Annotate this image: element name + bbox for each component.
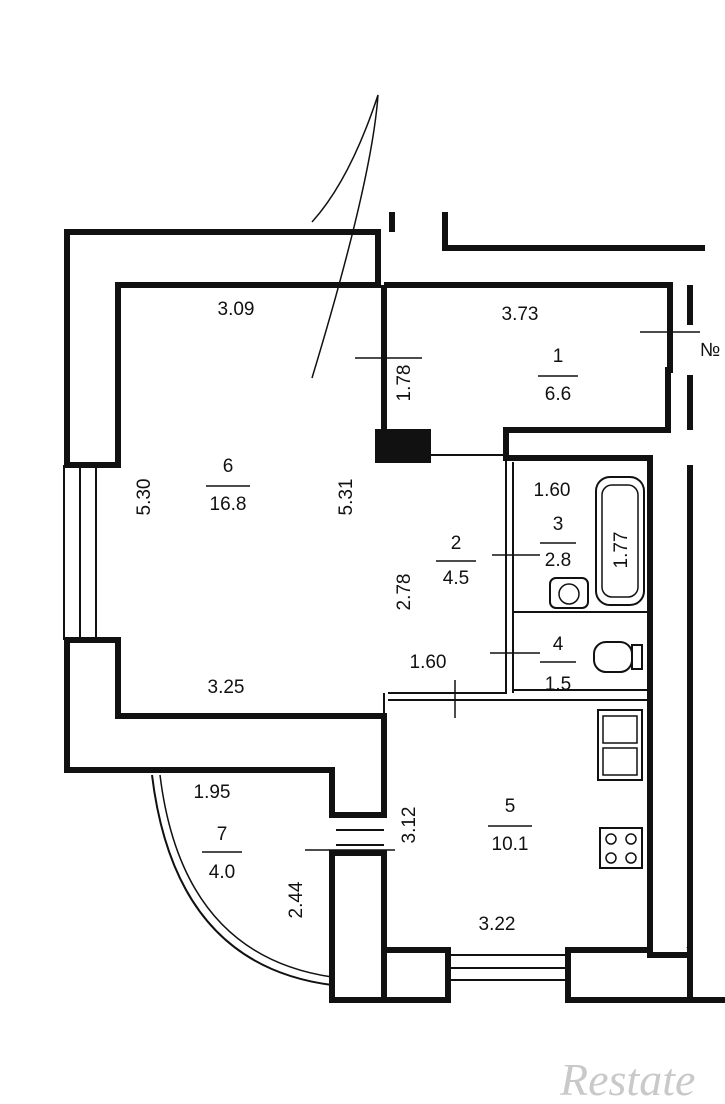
svg-text:6.6: 6.6 bbox=[545, 384, 571, 405]
balcony-arc-inner bbox=[159, 774, 333, 978]
svg-text:10.1: 10.1 bbox=[492, 834, 529, 855]
svg-text:1: 1 bbox=[553, 346, 564, 367]
walls bbox=[63, 212, 725, 1003]
svg-text:2.8: 2.8 bbox=[545, 550, 571, 571]
dim-room3-top: 1.60 bbox=[534, 480, 571, 501]
watermark: Restate bbox=[559, 1054, 695, 1104]
room-5-label: 5 10.1 bbox=[488, 796, 532, 855]
svg-text:4: 4 bbox=[553, 634, 564, 655]
room-4-label: 4 1.5 bbox=[540, 634, 576, 695]
pen-stroke bbox=[311, 94, 379, 379]
bathtub bbox=[595, 476, 645, 606]
toilet bbox=[593, 641, 643, 673]
room-3-label: 3 2.8 bbox=[540, 514, 576, 571]
svg-text:2: 2 bbox=[451, 533, 462, 554]
dim-room6-left: 5.30 bbox=[134, 479, 155, 516]
dim-room1-side: 1.78 bbox=[394, 365, 415, 402]
dim-room7-top: 1.95 bbox=[194, 782, 231, 803]
dim-room5-bottom: 3.22 bbox=[479, 914, 516, 935]
svg-text:4.0: 4.0 bbox=[209, 862, 235, 883]
room-2-label: 2 4.5 bbox=[436, 533, 476, 589]
kitchen-sink bbox=[597, 709, 643, 781]
dim-room6-top: 3.09 bbox=[218, 299, 255, 320]
dim-room6-bottom: 3.25 bbox=[208, 677, 245, 698]
svg-text:7: 7 bbox=[217, 824, 228, 845]
dim-room3-bath: 1.77 bbox=[611, 532, 632, 569]
leader-lines bbox=[305, 331, 700, 851]
balcony-arc bbox=[151, 774, 333, 986]
edge-label: № bbox=[700, 340, 720, 361]
sink bbox=[549, 577, 589, 609]
dim-room7-side: 2.44 bbox=[286, 881, 307, 918]
room-1-label: 1 6.6 bbox=[538, 346, 578, 405]
stove bbox=[599, 827, 643, 869]
dim-room2-bottom: 1.60 bbox=[410, 652, 447, 673]
room-6-label: 6 16.8 bbox=[206, 456, 250, 515]
room-7-label: 7 4.0 bbox=[202, 824, 242, 883]
svg-text:1.5: 1.5 bbox=[545, 674, 571, 695]
dim-room6-right: 5.31 bbox=[336, 479, 357, 516]
svg-text:5: 5 bbox=[505, 796, 516, 817]
svg-text:3: 3 bbox=[553, 514, 564, 535]
dim-room1-top: 3.73 bbox=[502, 304, 539, 325]
svg-text:16.8: 16.8 bbox=[210, 494, 247, 515]
dim-room2-side: 2.78 bbox=[394, 574, 415, 611]
svg-text:4.5: 4.5 bbox=[443, 568, 469, 589]
svg-text:6: 6 bbox=[223, 456, 234, 477]
dim-room5-side: 3.12 bbox=[399, 807, 420, 844]
